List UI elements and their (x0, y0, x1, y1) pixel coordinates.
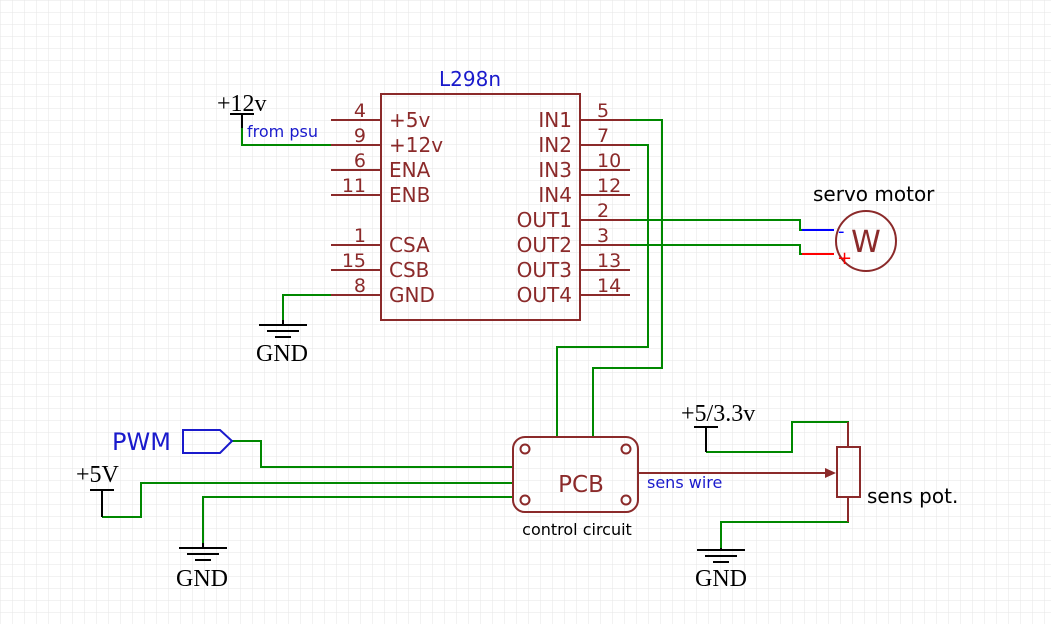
pin-number: 8 (354, 275, 366, 297)
ic-left-pin-labels: +5v +12v ENA ENB CSA CSB GND (389, 108, 443, 307)
sens-potentiometer[interactable] (836, 422, 861, 522)
ic-right-pins (580, 119, 630, 296)
pin-number: 2 (597, 200, 609, 222)
from-psu-label: from psu (247, 122, 318, 141)
wire-gnd-to-pin8 (282, 294, 332, 320)
pcb-mount-hole (620, 443, 632, 455)
ground-right[interactable] (697, 548, 745, 563)
pin-label: +12v (389, 133, 443, 157)
pcb-mount-hole (519, 443, 531, 455)
pin-label: IN1 (538, 108, 572, 132)
pin-number: 11 (342, 175, 366, 197)
ground-left-label: GND (176, 566, 228, 592)
ic-name: L298n (439, 67, 501, 91)
pin-label: IN4 (538, 183, 572, 207)
ground-right-label: GND (695, 566, 747, 592)
pin-number: 7 (597, 125, 609, 147)
ic-l298n[interactable]: L298n 4 9 6 11 1 15 8 +5v +12v ENA ENB C… (331, 67, 630, 321)
ic-right-pin-numbers: 5 7 10 12 2 3 13 14 (597, 100, 621, 297)
pin-label: CSB (389, 258, 429, 282)
pin-number: 4 (354, 100, 366, 122)
ic-left-pins (331, 119, 381, 296)
pin-label: OUT4 (517, 283, 572, 307)
pin-number: 9 (354, 125, 366, 147)
wire-5v (102, 482, 513, 518)
pcb-control-circuit[interactable]: PCB control circuit (512, 436, 639, 539)
pin-label: IN2 (538, 133, 572, 157)
pin-label: OUT1 (517, 208, 572, 232)
wire-gnd-pcb (202, 496, 513, 543)
sens-wire (638, 468, 836, 478)
motor-symbol: W (851, 225, 881, 260)
servo-motor-label: servo motor (813, 182, 935, 206)
wire-12v-to-pin9 (241, 128, 332, 146)
ic-body (380, 93, 581, 321)
pin-number: 3 (597, 225, 609, 247)
pin-label: ENA (389, 158, 431, 182)
pin-label: GND (389, 283, 435, 307)
pcb-body (512, 436, 639, 513)
ic-left-pin-numbers: 4 9 6 11 1 15 8 (342, 100, 366, 297)
power-5v-3v3[interactable] (694, 426, 718, 452)
wire-in2 (556, 144, 649, 437)
power-5v[interactable] (90, 489, 114, 517)
motor-body (835, 210, 897, 272)
pin-number: 1 (354, 225, 366, 247)
control-circuit-label: control circuit (522, 520, 632, 539)
ic-right-pin-labels: IN1 IN2 IN3 IN4 OUT1 OUT2 OUT3 OUT4 (517, 108, 572, 307)
pin-number: 5 (597, 100, 609, 122)
pin-label: OUT2 (517, 233, 572, 257)
power-5v-label: +5V (76, 462, 120, 488)
power-5v-3v3-label: +5/3.3v (681, 401, 755, 427)
motor-minus-sign: - (838, 221, 845, 242)
net-flag-shape (182, 429, 234, 454)
pin-number: 13 (597, 250, 621, 272)
ground-ic[interactable] (259, 320, 307, 338)
pcb-mount-hole (519, 494, 531, 506)
pwm-label: PWM (112, 428, 171, 456)
pcb-mount-hole (620, 494, 632, 506)
pin-number: 6 (354, 150, 366, 172)
pin-number: 10 (597, 150, 621, 172)
pin-number: 15 (342, 250, 366, 272)
motor-plus-sign: + (837, 248, 852, 269)
pcb-label: PCB (558, 472, 604, 498)
pin-label: OUT3 (517, 258, 572, 282)
sens-pot-label: sens pot. (867, 484, 958, 508)
ground-left[interactable] (179, 543, 227, 561)
pin-label: ENB (389, 183, 430, 207)
pin-label: IN3 (538, 158, 572, 182)
pwm-net-flag[interactable]: PWM (112, 428, 234, 456)
power-12v[interactable] (230, 113, 254, 128)
pin-number: 14 (597, 275, 621, 297)
power-12v-label: +12v (217, 91, 267, 117)
wire-pwm (232, 440, 513, 468)
wiper-arrow (825, 468, 836, 478)
ground-ic-label: GND (256, 341, 308, 367)
servo-motor[interactable]: W - + (802, 210, 897, 272)
pin-label: +5v (389, 108, 430, 132)
pin-number: 12 (597, 175, 621, 197)
sens-wire-label: sens wire (647, 473, 722, 492)
pin-label: CSA (389, 233, 430, 257)
wire-in1 (592, 119, 663, 437)
